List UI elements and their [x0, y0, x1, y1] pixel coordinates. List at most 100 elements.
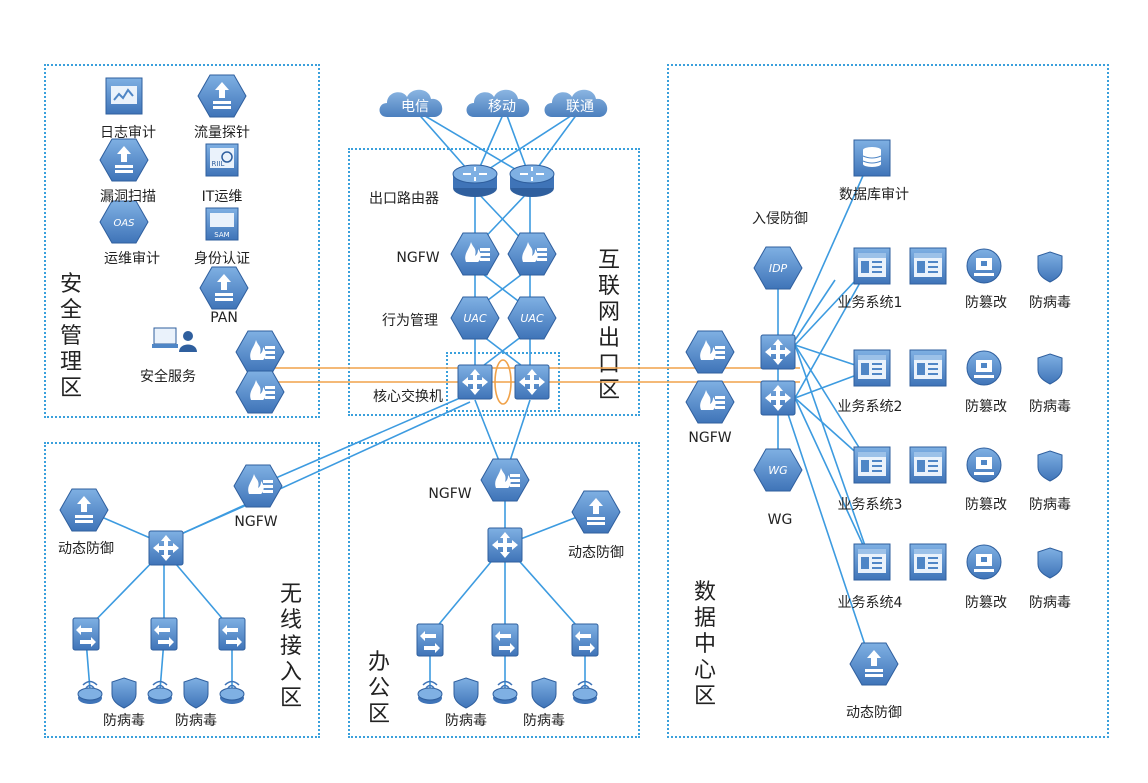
office-access-switch-1-icon: [416, 623, 444, 657]
biz4-server-1-icon: [853, 543, 891, 581]
label-antivirus-dc-1: 防病毒: [1029, 295, 1071, 311]
wg-icon: WG: [753, 448, 803, 492]
ngfw-security-1-icon: [235, 330, 285, 374]
label-dynamic-defense-office: 动态防御: [568, 545, 624, 561]
office-ap-2-icon: [492, 680, 518, 705]
biz2-anti-tamper-icon: [966, 350, 1002, 386]
biz3-antivirus-icon: [1037, 450, 1063, 482]
office-ap-1-icon: [417, 680, 443, 705]
zone-title-internet: 互联网出口区: [597, 248, 620, 403]
label-identity: 身份认证: [194, 251, 250, 267]
dynamic-defense-wireless-icon: [59, 488, 109, 532]
ngfw-exit-2-icon: [507, 232, 557, 276]
wireless-core-switch-icon: [148, 530, 184, 566]
vuln-scan-icon: [99, 138, 149, 182]
ngfw-dc-1-icon: [685, 330, 735, 374]
cloud-label-telecom: 电信: [401, 99, 429, 115]
it-ops-icon: RIIL: [205, 143, 239, 177]
wireless-access-switch-3-icon: [218, 617, 246, 651]
idp-icon: IDP: [753, 246, 803, 290]
zone-title-office: 办公区: [367, 650, 390, 727]
label-antivirus-office-1: 防病毒: [445, 713, 487, 729]
biz1-antivirus-icon: [1037, 251, 1063, 283]
label-anti-tamper-1: 防篡改: [965, 295, 1007, 311]
ops-audit-text: OAS: [113, 218, 135, 229]
label-ngfw-dc: NGFW: [688, 430, 732, 446]
label-wg: WG: [767, 512, 793, 528]
label-ops-audit: 运维审计: [104, 251, 160, 267]
exit-router-2-icon: [509, 164, 555, 198]
ops-audit-icon: OAS: [99, 200, 149, 244]
biz1-server-2-icon: [909, 247, 947, 285]
it-ops-text: RIIL: [212, 160, 225, 168]
cloud-label-mobile: 移动: [488, 99, 516, 115]
label-ngfw-office: NGFW: [428, 486, 472, 502]
label-security-service: 安全服务: [140, 369, 196, 385]
log-audit-icon: [105, 77, 143, 115]
cloud-telecom: 电信: [379, 89, 443, 117]
biz1-server-1-icon: [853, 247, 891, 285]
label-flow-probe: 流量探针: [194, 125, 250, 141]
label-core-switch: 核心交换机: [373, 389, 443, 405]
zone-title-datacenter: 数据中心区: [693, 580, 716, 709]
biz-row-4: [853, 543, 1063, 581]
uac-2-icon: UAC: [507, 296, 557, 340]
uac-2-text: UAC: [520, 312, 544, 325]
wireless-antivirus-2-icon: [183, 677, 209, 709]
ngfw-office-icon: [480, 458, 530, 502]
label-biz3: 业务系统3: [837, 497, 903, 513]
biz2-antivirus-icon: [1037, 353, 1063, 385]
core-switch-1-icon: [457, 364, 493, 400]
wireless-ap-2-icon: [147, 680, 173, 705]
label-dynamic-defense-wireless: 动态防御: [58, 541, 114, 557]
biz-row-1: [853, 247, 1063, 285]
cloud-unicom: 联通: [544, 89, 608, 117]
label-biz4: 业务系统4: [837, 595, 903, 611]
office-core-switch-icon: [487, 527, 523, 563]
stack-link-icon: [494, 359, 512, 405]
dynamic-defense-office-icon: [571, 490, 621, 534]
dc-core-switch-1-icon: [760, 334, 796, 370]
biz2-server-2-icon: [909, 349, 947, 387]
wireless-antivirus-1-icon: [111, 677, 137, 709]
core-switch-2-icon: [514, 364, 550, 400]
wg-text: WG: [768, 464, 787, 477]
label-it-ops: IT运维: [201, 189, 243, 205]
office-access-switch-3-icon: [571, 623, 599, 657]
ngfw-exit-1-icon: [450, 232, 500, 276]
label-anti-tamper-4: 防篡改: [965, 595, 1007, 611]
label-exit-router: 出口路由器: [369, 191, 439, 207]
biz4-anti-tamper-icon: [966, 544, 1002, 580]
identity-auth-text: SAM: [214, 231, 229, 239]
zone-title-wireless: 无线接入区: [279, 582, 302, 711]
label-anti-tamper-3: 防篡改: [965, 497, 1007, 513]
pan-icon: [199, 266, 249, 310]
label-log-audit: 日志审计: [100, 125, 156, 141]
zone-title-security: 安全管理区: [59, 272, 82, 401]
label-vuln-scan: 漏洞扫描: [100, 189, 156, 205]
biz-row-2: [853, 349, 1063, 387]
label-ngfw-wireless: NGFW: [234, 514, 278, 530]
wireless-access-switch-2-icon: [150, 617, 178, 651]
label-biz1: 业务系统1: [837, 295, 903, 311]
biz4-antivirus-icon: [1037, 547, 1063, 579]
zone-security-management: [44, 64, 320, 418]
office-access-switch-2-icon: [491, 623, 519, 657]
dc-core-switch-2-icon: [760, 380, 796, 416]
ngfw-dc-2-icon: [685, 380, 735, 424]
biz3-server-1-icon: [853, 446, 891, 484]
security-service-icon: [152, 327, 197, 352]
label-antivirus-dc-3: 防病毒: [1029, 497, 1071, 513]
idp-text: IDP: [769, 262, 788, 275]
label-dynamic-defense-dc: 动态防御: [846, 705, 902, 721]
label-ngfw-exit: NGFW: [396, 250, 440, 266]
label-antivirus-wireless-2: 防病毒: [175, 713, 217, 729]
exit-router-1-icon: [452, 164, 498, 198]
label-db-audit: 数据库审计: [839, 187, 909, 203]
label-antivirus-office-2: 防病毒: [523, 713, 565, 729]
ngfw-security-2-icon: [235, 370, 285, 414]
label-biz2: 业务系统2: [837, 399, 903, 415]
biz3-anti-tamper-icon: [966, 447, 1002, 483]
db-audit-icon: [853, 139, 891, 177]
